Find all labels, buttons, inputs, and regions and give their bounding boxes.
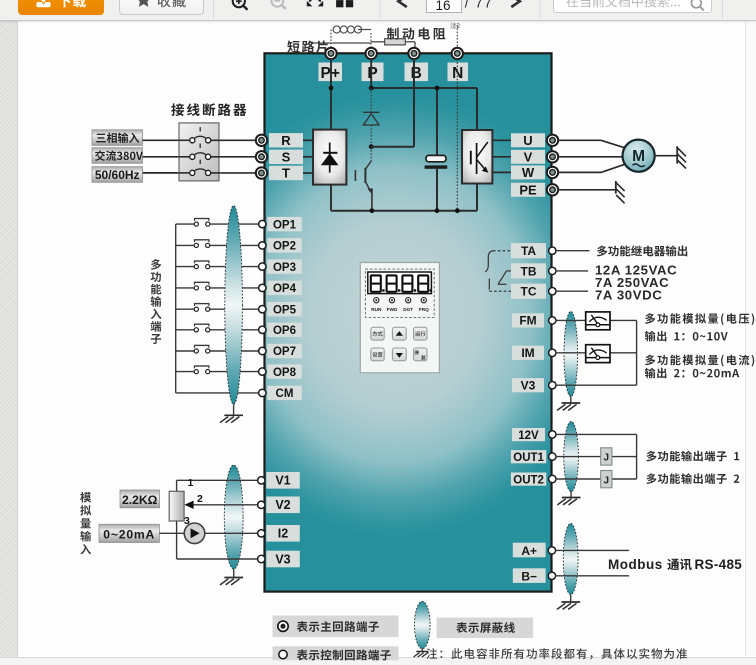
svg-text:OP2: OP2 (273, 241, 296, 253)
svg-text:FRQ: FRQ (419, 307, 429, 312)
svg-text:A+: A+ (521, 544, 537, 558)
svg-text:RS-485: RS-485 (695, 557, 743, 572)
svg-text:OP6: OP6 (273, 325, 296, 337)
svg-text:Modbus: Modbus (608, 557, 663, 572)
svg-text:IM: IM (521, 346, 534, 360)
svg-text:OP3: OP3 (273, 262, 296, 274)
svg-text:16: 16 (435, 0, 450, 13)
svg-text:V1: V1 (275, 474, 290, 488)
svg-text:B: B (411, 65, 422, 82)
svg-text:1: 1 (188, 477, 194, 489)
svg-text:J: J (604, 475, 610, 486)
svg-text:TC: TC (521, 285, 537, 299)
svg-text:S: S (282, 149, 291, 164)
svg-text:12V: 12V (518, 430, 539, 442)
svg-text:OP1: OP1 (273, 219, 297, 231)
svg-text:DGT: DGT (403, 307, 413, 312)
svg-text:0~20mA: 0~20mA (103, 527, 155, 541)
svg-text:7A 250VAC: 7A 250VAC (595, 275, 669, 290)
svg-text:OP5: OP5 (273, 304, 297, 316)
svg-text:FWD: FWD (387, 307, 398, 312)
svg-text:V3: V3 (275, 552, 290, 566)
svg-text:50/60Hz: 50/60Hz (95, 168, 140, 182)
svg-text:7A 30VDC: 7A 30VDC (595, 288, 662, 303)
svg-text:R: R (281, 133, 291, 148)
svg-text:12A 125VAC: 12A 125VAC (595, 263, 677, 278)
svg-text:TA: TA (521, 244, 536, 258)
svg-text:V2: V2 (275, 498, 290, 512)
svg-text:OP8: OP8 (273, 367, 297, 379)
svg-text:V3: V3 (521, 379, 536, 393)
svg-text:PE: PE (519, 182, 537, 197)
svg-text:OUT2: OUT2 (513, 474, 544, 486)
svg-text:3: 3 (184, 515, 190, 527)
svg-text:V: V (524, 149, 533, 164)
svg-text:/ 77: / 77 (465, 0, 493, 11)
svg-text:2.2KΩ: 2.2KΩ (122, 493, 158, 507)
svg-text:FM: FM (519, 314, 536, 328)
svg-text:W: W (522, 165, 535, 180)
svg-text:J: J (604, 453, 610, 464)
svg-text:B−: B− (521, 570, 537, 584)
svg-text:I2: I2 (278, 527, 288, 541)
svg-text:OUT1: OUT1 (513, 452, 544, 464)
svg-text:M: M (632, 148, 645, 165)
svg-text:P: P (367, 65, 377, 82)
svg-text:T: T (282, 166, 290, 181)
svg-text:OP7: OP7 (273, 346, 296, 358)
svg-text:U: U (523, 133, 532, 148)
svg-text:2: 2 (197, 493, 203, 505)
svg-text:RUN: RUN (371, 307, 382, 312)
svg-text:CM: CM (276, 388, 294, 400)
svg-text:TB: TB (521, 264, 537, 278)
svg-text:OP4: OP4 (273, 283, 297, 295)
